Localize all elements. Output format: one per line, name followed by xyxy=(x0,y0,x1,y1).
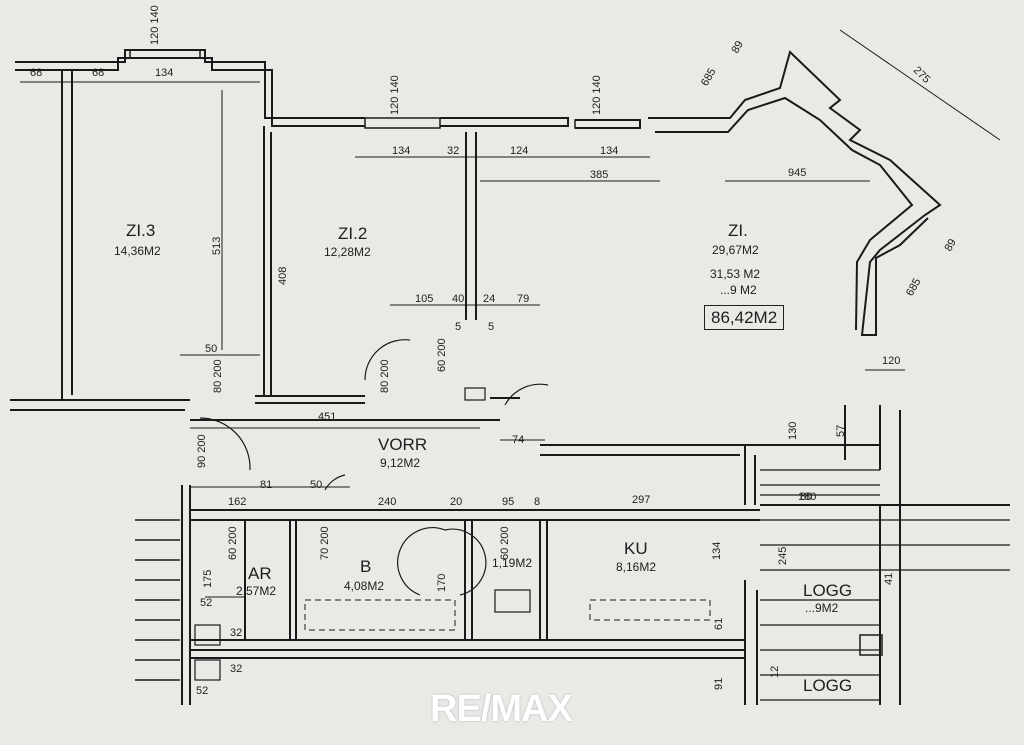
dim-label: 945 xyxy=(788,167,807,179)
dim-label: 68 xyxy=(92,67,105,79)
room-zi2-area: 12,28M2 xyxy=(324,245,371,259)
room-logg1-name: LOGG xyxy=(803,581,853,600)
room-ar-name: AR xyxy=(248,564,272,583)
dim-label: 60 200 xyxy=(436,338,448,372)
dim-label: 408 xyxy=(277,266,289,285)
outer-wall-top-mid xyxy=(440,117,569,127)
dim-label: 134 xyxy=(600,145,619,157)
dim-label: 134 xyxy=(711,541,723,560)
room-zi1-area: 29,67M2 xyxy=(712,243,759,257)
dim-label: 5 xyxy=(488,321,495,333)
dim-label: 170 xyxy=(436,573,448,592)
dim-label: 68 xyxy=(30,67,43,79)
room-b-name: B xyxy=(360,557,372,576)
dim-label: 245 xyxy=(777,546,789,565)
dim-label: 20 xyxy=(450,496,463,508)
dim-label: 32 xyxy=(447,145,460,157)
dim-label: 90 200 xyxy=(196,434,208,468)
dim-label: 81 xyxy=(260,479,273,491)
outer-wall-bay xyxy=(648,50,942,336)
outer-wall-top-left xyxy=(15,49,365,119)
dim-label: 32 xyxy=(230,663,243,675)
dim-label: 61 xyxy=(713,617,725,630)
room-b-area: 4,08M2 xyxy=(344,579,385,593)
dim-label: 91 xyxy=(713,677,725,690)
room-ku-area: 8,16M2 xyxy=(616,560,657,574)
dim-label: 50 xyxy=(205,343,218,355)
room-zi1-name: ZI. xyxy=(728,221,748,240)
room-zi1-area-alt2: ...9 M2 xyxy=(720,283,757,297)
dim-label: 162 xyxy=(228,496,247,508)
dim-label: 41 xyxy=(883,572,895,585)
dim-label: 60 200 xyxy=(499,526,511,560)
dim-label: 8 xyxy=(534,496,541,508)
room-vorr-area: 9,12M2 xyxy=(380,456,421,470)
dim-label: 120 140 xyxy=(149,5,161,45)
dim-label: 32 xyxy=(230,627,243,639)
dim-label: 40 xyxy=(452,293,465,305)
dim-label: 74 xyxy=(512,434,525,446)
dim-label: 12 xyxy=(769,665,781,678)
dim-label: 80 200 xyxy=(379,359,391,393)
dim-label: 52 xyxy=(196,685,209,697)
dim-label: 52 xyxy=(200,597,213,609)
dim-label: 297 xyxy=(632,494,651,506)
dim-label: 175 xyxy=(202,569,214,588)
outer-wall-top-right xyxy=(15,57,365,127)
dim-label: 130 xyxy=(787,421,799,440)
total-area-box: 86,42M2 xyxy=(704,305,785,330)
outer-wall-top-mid2 xyxy=(575,119,641,129)
dim-label: 80 200 xyxy=(212,359,224,393)
room-zi3-area: 14,36M2 xyxy=(114,244,161,258)
dim-label: 57 xyxy=(835,424,847,437)
dim-label: 451 xyxy=(318,411,337,423)
room-zi3-name: ZI.3 xyxy=(126,221,156,240)
remax-logo: RE/MAX xyxy=(430,688,573,730)
room-vorr-name: VORR xyxy=(378,435,428,454)
dim-label: 134 xyxy=(155,67,174,79)
dim-label: 5 xyxy=(455,321,462,333)
room-zi2-name: ZI.2 xyxy=(338,224,368,243)
dim-label: 60 200 xyxy=(227,526,239,560)
dim-label: 95 xyxy=(502,496,515,508)
dim-label: 70 200 xyxy=(319,526,331,560)
dim-label: 385 xyxy=(590,169,609,181)
room-wc-area: 1,19M2 xyxy=(492,556,533,570)
dim-label: 120 140 xyxy=(591,75,603,115)
dim-label: 513 xyxy=(211,236,223,255)
dim-label: 79 xyxy=(517,293,530,305)
dim-label: 120 140 xyxy=(389,75,401,115)
room-ar-area: 2,57M2 xyxy=(236,584,277,598)
dim-label: 120 xyxy=(882,355,901,367)
outer-wall-bay-inner xyxy=(655,96,914,331)
dim-label: 240 xyxy=(378,496,397,508)
room-zi1-area-alt: 31,53 M2 xyxy=(710,267,761,281)
dim-label: 124 xyxy=(510,145,529,157)
dim-label: 105 xyxy=(415,293,434,305)
room-logg1-area: ...9M2 xyxy=(805,601,839,615)
room-logg2-name: LOGG xyxy=(803,676,853,695)
dim-label: 80 xyxy=(800,491,813,503)
dim-label: 180 xyxy=(798,491,817,503)
dim-label: 50 xyxy=(310,479,323,491)
dim-label: 134 xyxy=(392,145,411,157)
room-ku-name: KU xyxy=(624,539,648,558)
dim-label: 24 xyxy=(483,293,496,305)
